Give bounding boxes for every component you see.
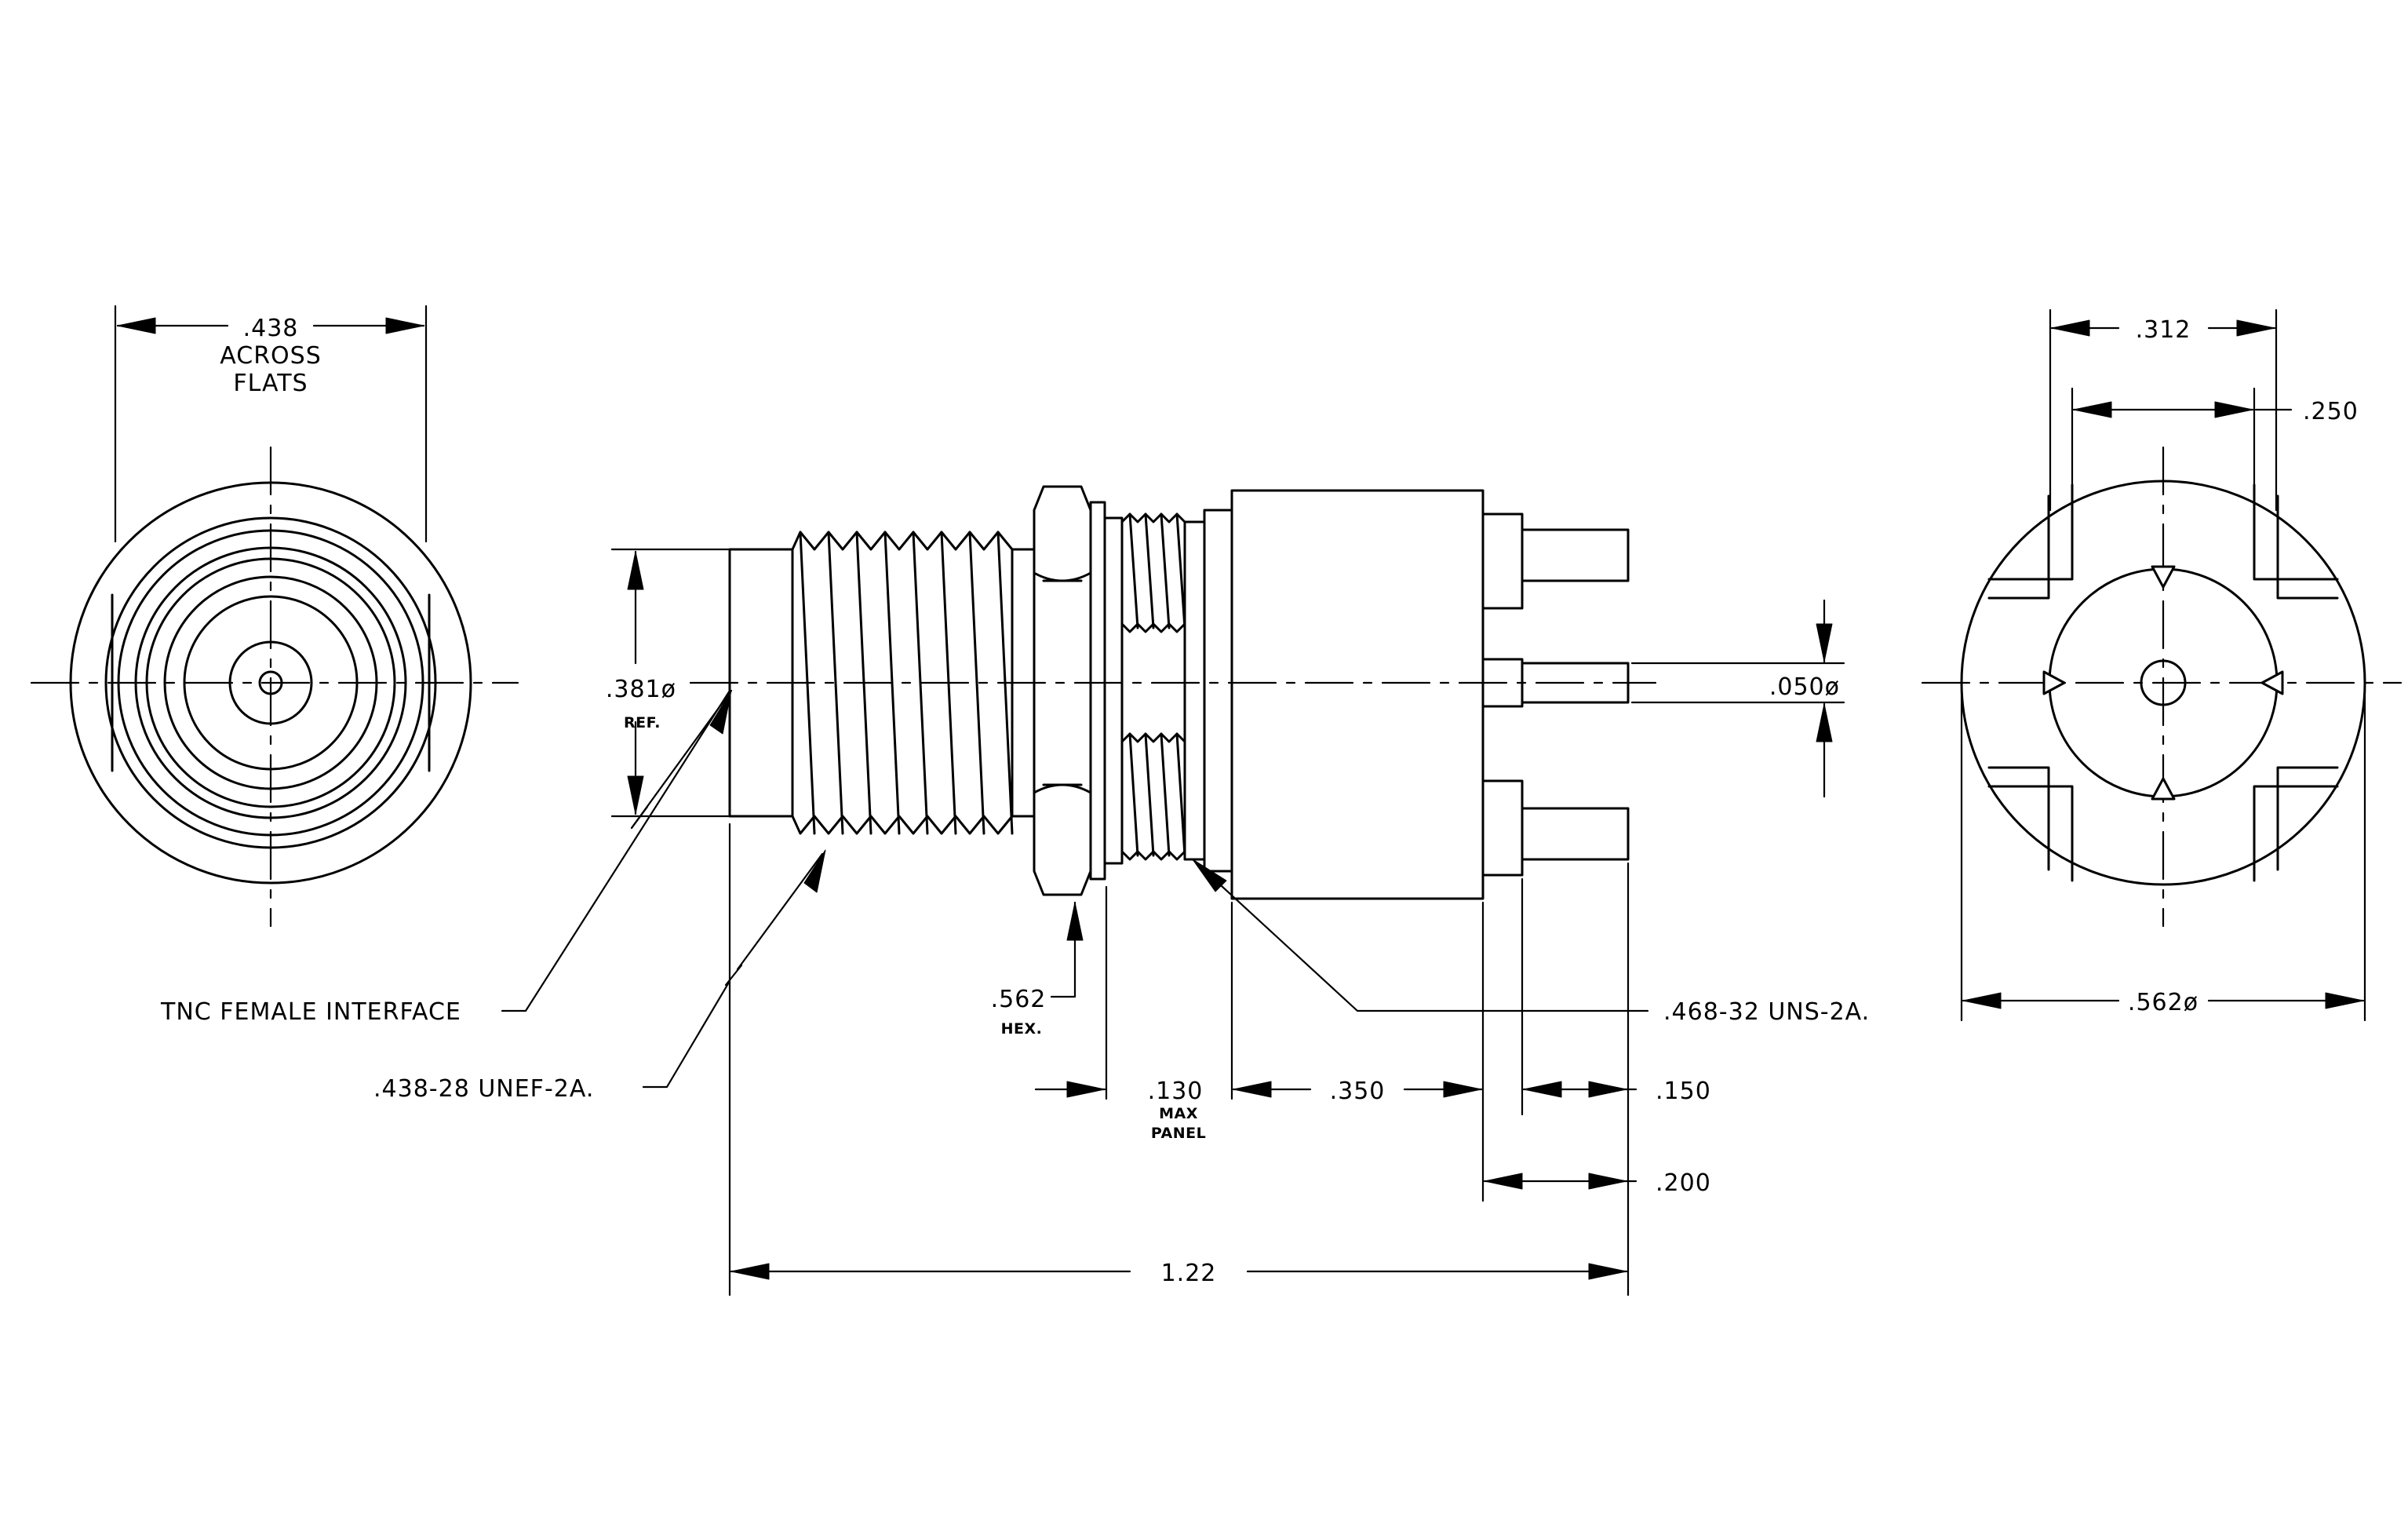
interface-diameter-dimension: .381ø: [606, 676, 676, 703]
hex-flats-note-across: ACROSS: [220, 342, 322, 370]
overall-length-dimension: 1.22: [1161, 1260, 1217, 1287]
pin-diameter-dimension: .050ø: [1769, 673, 1840, 701]
front-thread-spec-label: .438-28 UNEF-2A.: [373, 1075, 594, 1103]
hex-nut-note: HEX.: [1001, 1020, 1043, 1038]
inner-pin-spacing-dimension: .250: [2303, 398, 2359, 425]
panel-max-note: MAX: [1159, 1105, 1198, 1122]
rear-view: [1921, 308, 2403, 1022]
rear-thread-spec-label: .468-32 UNS-2A.: [1663, 998, 1870, 1026]
body-length-dimension: .350: [1330, 1078, 1386, 1105]
panel-thickness-dimension: .130: [1148, 1078, 1204, 1105]
hex-nut-dimension: .562: [991, 986, 1047, 1013]
body-diameter-dimension: .562ø: [2128, 989, 2199, 1016]
pin-offset-dimension: .150: [1656, 1078, 1711, 1105]
pin-length-dimension: .200: [1656, 1169, 1711, 1197]
interface-diameter-ref-note: REF.: [624, 714, 661, 731]
front-view: [30, 305, 519, 928]
panel-note: PANEL: [1151, 1125, 1206, 1142]
tnc-female-interface-label: TNC FEMALE INTERFACE: [160, 998, 461, 1026]
hex-flats-dimension: .438: [243, 315, 299, 342]
side-view: [501, 485, 1845, 1297]
hex-flats-note-flats: FLATS: [233, 370, 308, 397]
outer-pin-spacing-dimension: .312: [2136, 316, 2191, 344]
